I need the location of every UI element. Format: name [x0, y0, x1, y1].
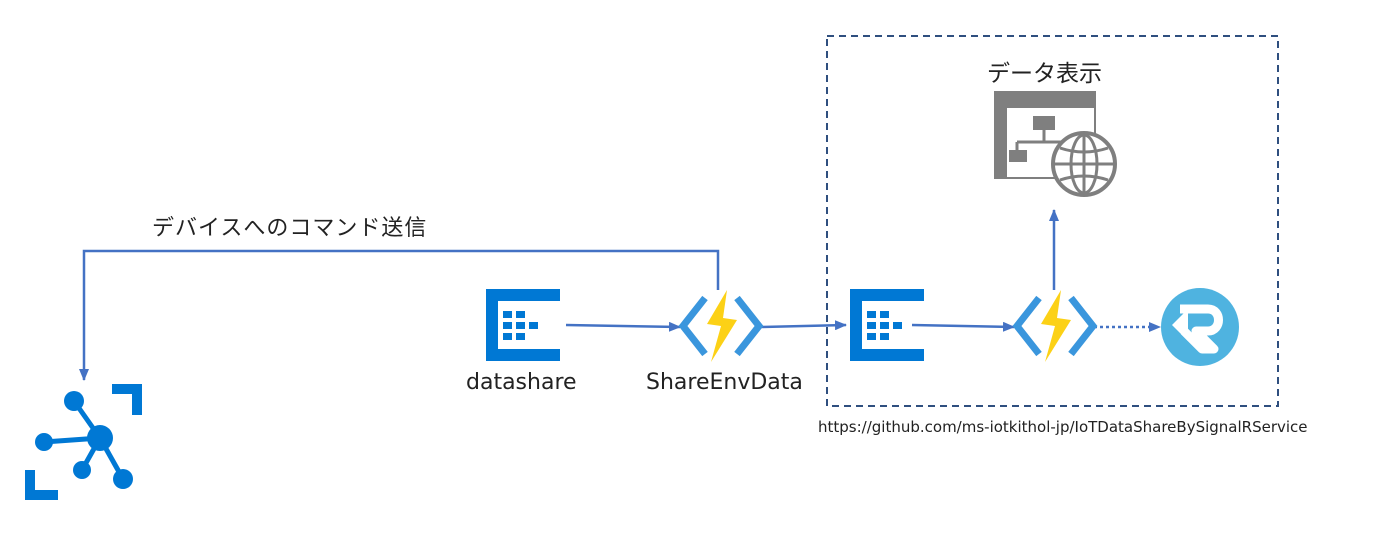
- share-env-data-label: ShareEnvData: [646, 370, 803, 395]
- data-display-label: データ表示: [987, 61, 1102, 87]
- arrow-eventhub-to-function: [911, 321, 1015, 332]
- event-hub-icon: [850, 289, 924, 361]
- azure-function-icon: [678, 290, 764, 362]
- command-send-label: デバイスへのコマンド送信: [152, 216, 428, 241]
- iot-hub-icon: [25, 384, 142, 500]
- signalr-sample-boundary: [826, 35, 1279, 407]
- event-hub-icon: [486, 289, 560, 361]
- arrow-function-to-eventhub: [759, 320, 847, 331]
- datashare-label: datashare: [466, 370, 577, 395]
- signalr-icon: [1161, 288, 1239, 366]
- repo-url-label: https://github.com/ms-iotkithol-jp/IoTDa…: [818, 418, 1308, 436]
- azure-function-icon: [1012, 290, 1098, 362]
- web-app-icon: [994, 91, 1117, 197]
- command-arrow: [79, 249, 720, 381]
- arrow-datashare-to-function: [565, 321, 681, 332]
